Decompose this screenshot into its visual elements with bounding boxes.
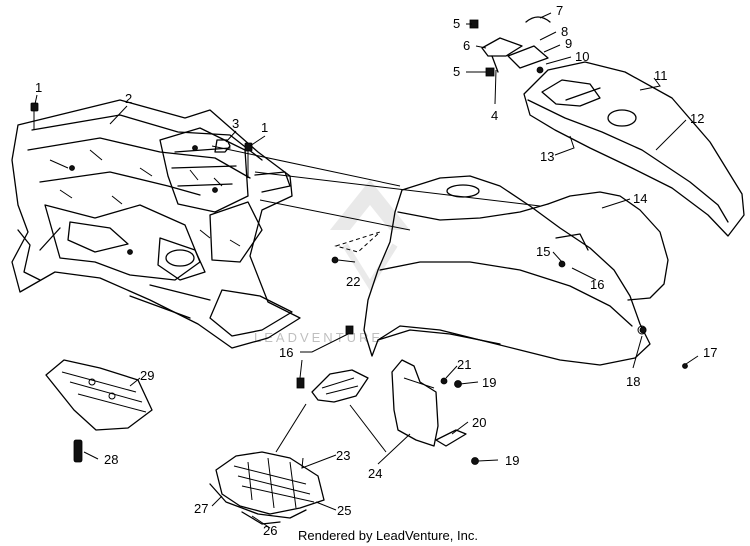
callout-16: 16: [590, 277, 604, 292]
callout-28: 28: [104, 452, 118, 467]
callout-4: 4: [491, 108, 498, 123]
callout-29: 29: [140, 368, 154, 383]
callout-5: 5: [453, 64, 460, 79]
tail-light-bracket: [469, 16, 551, 77]
front-fender: [363, 175, 669, 366]
bolt-part-28: [73, 439, 83, 463]
callout-21: 21: [457, 357, 471, 372]
callout-8: 8: [561, 24, 568, 39]
bolt-part-1-right: [244, 142, 253, 178]
callout-labels: 1 1 2 3 4 5 5 6 7 8 9 10 11 12 13 14 15 …: [35, 3, 717, 538]
dashed-reference: [334, 231, 381, 253]
callout-20: 20: [472, 415, 486, 430]
callout-19: 19: [482, 375, 496, 390]
callout-14: 14: [633, 191, 647, 206]
footwell-assembly: [209, 451, 325, 525]
callout-3: 3: [232, 116, 239, 131]
assembly-leaders: [211, 145, 541, 231]
footrest-bracket: [311, 369, 369, 403]
mud-flap: [391, 359, 439, 447]
callout-9: 9: [565, 36, 572, 51]
callout-22: 22: [346, 274, 360, 289]
callout-1: 1: [261, 120, 268, 135]
callout-2: 2: [125, 91, 132, 106]
callout-15: 15: [536, 244, 550, 259]
rear-fender: [523, 61, 745, 237]
callout-25: 25: [337, 503, 351, 518]
bolt-part-1-left: [30, 102, 39, 130]
watermark-text: LEADVENTURE: [254, 330, 383, 345]
frame-assembly: [11, 99, 301, 349]
callout-23: 23: [336, 448, 350, 463]
callout-12: 12: [690, 111, 704, 126]
nut-part-3: [214, 139, 231, 153]
leadventure-watermark: [330, 180, 410, 291]
callout-13: 13: [540, 149, 554, 164]
callout-18: 18: [626, 374, 640, 389]
callout-1: 1: [35, 80, 42, 95]
callout-17: 17: [703, 345, 717, 360]
callout-10: 10: [575, 49, 589, 64]
callout-27: 27: [194, 501, 208, 516]
callout-5: 5: [453, 16, 460, 31]
render-credit: Rendered by LeadVenture, Inc.: [298, 528, 478, 543]
callout-11: 11: [654, 68, 668, 83]
callout-7: 7: [556, 3, 563, 18]
callout-24: 24: [368, 466, 382, 481]
skid-plate: [45, 359, 153, 431]
bracket-part-20: [435, 429, 467, 447]
callout-leaders: [34, 12, 699, 529]
hardware-fasteners: [296, 256, 688, 465]
callout-16: 16: [279, 345, 293, 360]
callout-26: 26: [263, 523, 277, 538]
callout-6: 6: [463, 38, 470, 53]
callout-19: 19: [505, 453, 519, 468]
